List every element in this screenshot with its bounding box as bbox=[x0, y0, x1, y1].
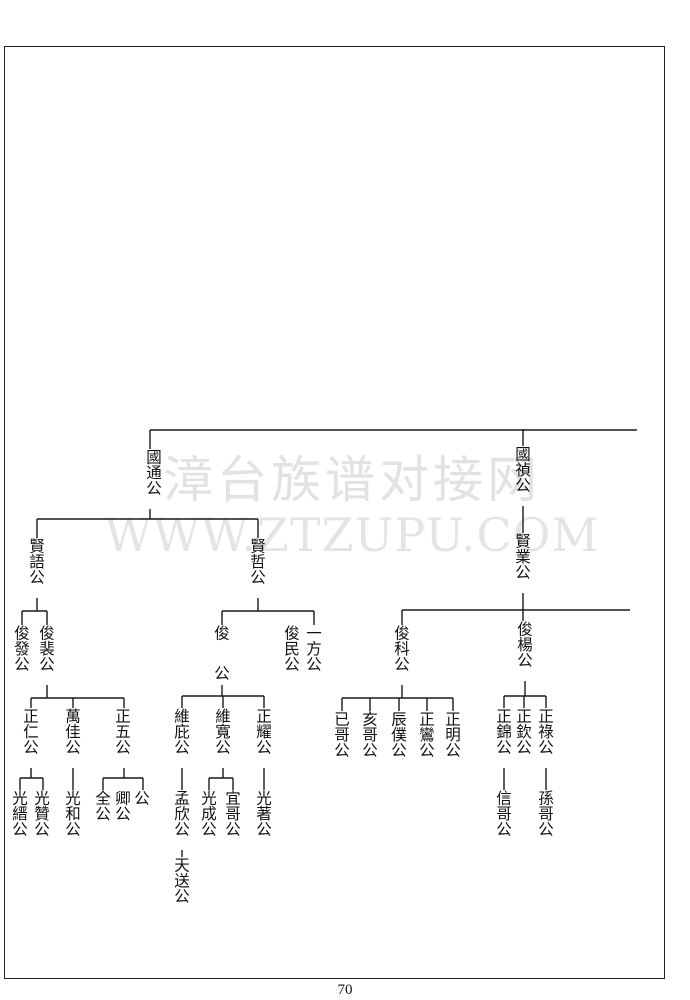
person-p34: 正鸞公 bbox=[417, 711, 435, 758]
person-p7: 俊裴公 bbox=[37, 625, 55, 672]
person-p20: 全公 bbox=[93, 790, 111, 821]
person-p15: 萬佳公 bbox=[63, 708, 81, 755]
person-p13: 俊楊公 bbox=[515, 621, 533, 668]
person-p33: 辰僕公 bbox=[389, 711, 407, 758]
page-border bbox=[4, 46, 665, 979]
person-p2: 國禎公 bbox=[513, 446, 531, 493]
person-p25: 天送公 bbox=[172, 857, 190, 904]
person-p1: 國通公 bbox=[144, 449, 162, 496]
person-p35: 正明公 bbox=[443, 711, 461, 758]
person-p18: 光縉公 bbox=[10, 790, 28, 837]
person-p3: 賢語公 bbox=[27, 538, 45, 585]
person-p22: 公 bbox=[132, 790, 150, 806]
person-p4: 賢哲公 bbox=[248, 538, 266, 585]
person-p6: 俊發公 bbox=[12, 625, 30, 672]
person-p9: 公 bbox=[212, 665, 230, 681]
person-p11: 一方公 bbox=[304, 625, 322, 672]
watermark-url: WWW.ZTZUPU.COM bbox=[104, 508, 600, 562]
person-p10: 俊民公 bbox=[282, 625, 300, 672]
person-p24: 孟欣公 bbox=[172, 790, 190, 837]
person-p27: 光成公 bbox=[199, 790, 217, 837]
person-p29: 正耀公 bbox=[254, 708, 272, 755]
person-p40: 孫哥公 bbox=[536, 790, 554, 837]
person-p38: 正欽公 bbox=[514, 708, 532, 755]
person-p31: 已哥公 bbox=[332, 711, 350, 758]
person-p26: 維寬公 bbox=[213, 708, 231, 755]
watermark-cn: 漳台族谱对接网 bbox=[163, 451, 541, 509]
person-p39: 正祿公 bbox=[536, 708, 554, 755]
person-p19: 光贊公 bbox=[32, 790, 50, 837]
person-p37: 信哥公 bbox=[494, 790, 512, 837]
person-p12: 俊科公 bbox=[392, 625, 410, 672]
person-p16: 光和公 bbox=[63, 790, 81, 837]
person-p21: 卿公 bbox=[113, 790, 131, 821]
person-p30: 光著公 bbox=[254, 790, 272, 837]
person-p32: 亥哥公 bbox=[360, 711, 378, 758]
person-p5: 賢業公 bbox=[513, 533, 531, 580]
person-p8: 俊 bbox=[212, 625, 230, 641]
person-p17: 正五公 bbox=[113, 708, 131, 755]
person-p28: 宜哥公 bbox=[223, 790, 241, 837]
person-p23: 維庇公 bbox=[172, 708, 190, 755]
page-number: 70 bbox=[337, 982, 353, 998]
person-p36: 正錦公 bbox=[494, 708, 512, 755]
person-p14: 正仁公 bbox=[21, 708, 39, 755]
